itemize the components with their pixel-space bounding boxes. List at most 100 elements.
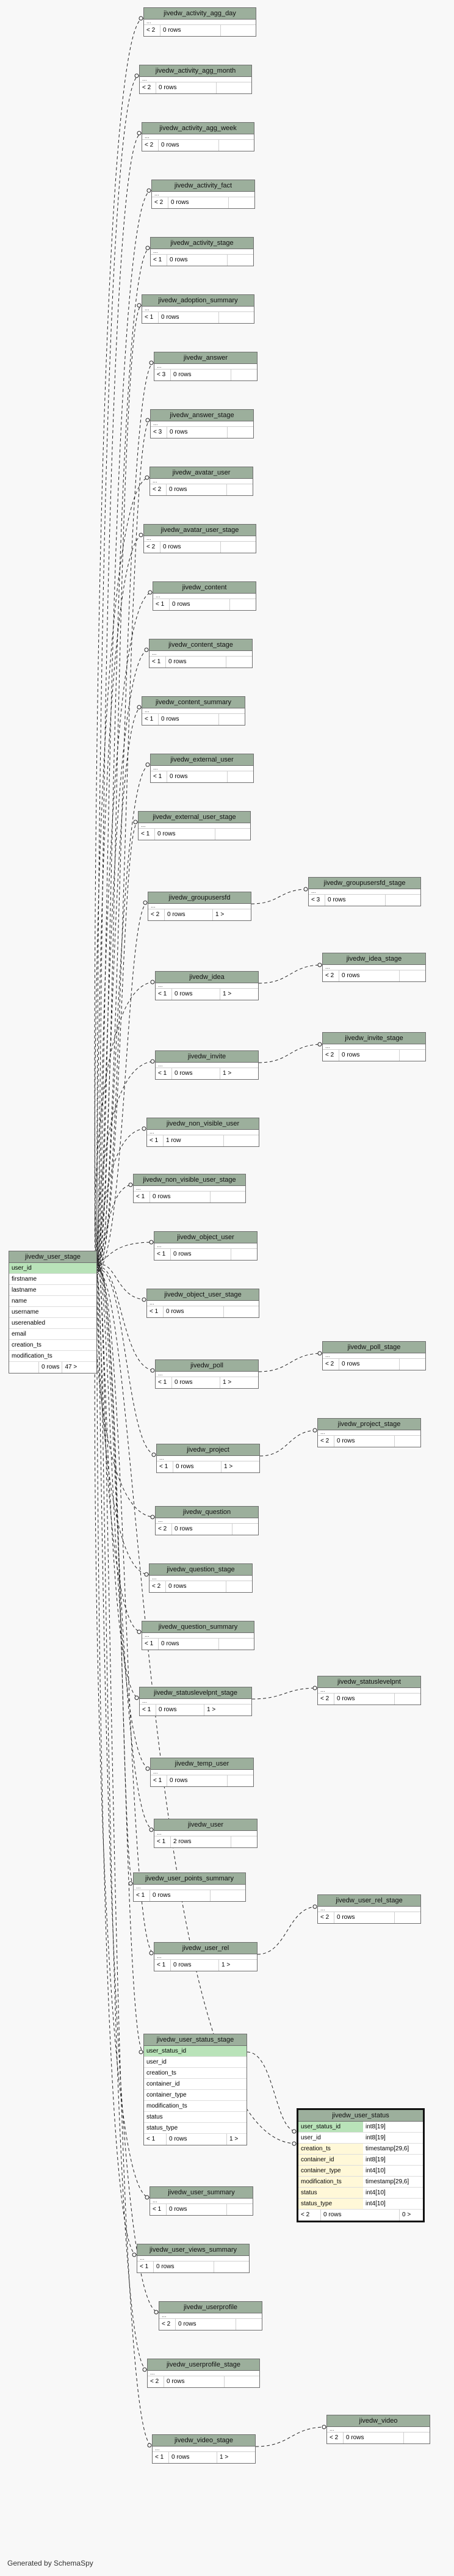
table-name[interactable]: jivedw_userprofile_stage xyxy=(148,2359,259,2371)
table-name[interactable]: jivedw_user_summary xyxy=(150,2187,253,2199)
column-row[interactable]: modification_ts xyxy=(9,1351,96,1362)
table-name[interactable]: jivedw_answer xyxy=(154,352,257,364)
table-name[interactable]: jivedw_adoption_summary xyxy=(142,295,254,307)
column-row[interactable]: user_status_id xyxy=(144,2046,247,2057)
table-name[interactable]: jivedw_activity_fact xyxy=(152,180,254,192)
table-name[interactable]: jivedw_poll_stage xyxy=(323,1342,425,1353)
table-name[interactable]: jivedw_avatar_user xyxy=(150,467,253,479)
table-name[interactable]: jivedw_idea_stage xyxy=(323,953,425,965)
table-name[interactable]: jivedw_user_views_summary xyxy=(137,2244,249,2256)
table-name[interactable]: jivedw_invite_stage xyxy=(323,1033,425,1044)
table-jivedw-user-status-stage[interactable]: jivedw_user_status_stage user_status_id … xyxy=(143,2034,247,2145)
column-row[interactable]: creation_ts xyxy=(144,2068,247,2079)
table-name[interactable]: jivedw_question_stage xyxy=(150,1564,252,1576)
table-name[interactable]: jivedw_answer_stage xyxy=(151,410,253,421)
table-name[interactable]: jivedw_user xyxy=(154,1819,257,1831)
table-name[interactable]: jivedw_poll xyxy=(156,1360,258,1372)
column-row[interactable]: lastname xyxy=(9,1285,96,1296)
table-name[interactable]: jivedw_activity_stage xyxy=(151,238,253,249)
table-name[interactable]: jivedw_invite xyxy=(156,1051,258,1063)
table-name[interactable]: jivedw_external_user_stage xyxy=(139,812,250,823)
table-name[interactable]: jivedw_statuslevelpnt_stage xyxy=(140,1687,251,1699)
table-name[interactable]: jivedw_non_visible_user xyxy=(147,1118,259,1130)
column-row[interactable]: name xyxy=(9,1296,96,1307)
table-name[interactable]: jivedw_groupusersfd xyxy=(148,892,251,904)
column-row[interactable]: container_type xyxy=(144,2090,247,2101)
column-row[interactable]: firstname xyxy=(9,1274,96,1285)
table-name[interactable]: jivedw_user_points_summary xyxy=(134,1873,245,1885)
table-name[interactable]: jivedw_user_status xyxy=(298,2110,423,2122)
table-name[interactable]: jivedw_statuslevelpnt xyxy=(318,1676,420,1688)
column-row[interactable]: user_id xyxy=(9,1263,96,1274)
table-name[interactable]: jivedw_activity_agg_month xyxy=(140,65,251,77)
table-name[interactable]: jivedw_video xyxy=(327,2415,430,2427)
table-name[interactable]: jivedw_content xyxy=(153,582,256,594)
table-name[interactable]: jivedw_object_user_stage xyxy=(147,1289,259,1301)
table-name[interactable]: jivedw_user_rel xyxy=(154,1943,257,1954)
table-name[interactable]: jivedw_avatar_user_stage xyxy=(144,525,256,536)
column-row[interactable]: status_type xyxy=(144,2123,247,2134)
table-name[interactable]: jivedw_activity_agg_day xyxy=(144,8,256,20)
table-name[interactable]: jivedw_object_user xyxy=(154,1232,257,1243)
table-name[interactable]: jivedw_idea xyxy=(156,972,258,983)
table-name[interactable]: jivedw_question xyxy=(156,1507,258,1518)
table-name[interactable]: jivedw_content_summary xyxy=(142,697,245,708)
table-name[interactable]: jivedw_content_stage xyxy=(150,639,252,651)
table-name[interactable]: jivedw_activity_agg_week xyxy=(142,123,254,134)
column-row[interactable]: userenabled xyxy=(9,1318,96,1329)
table-name[interactable]: jivedw_user_status_stage xyxy=(144,2034,247,2046)
column-row[interactable]: email xyxy=(9,1329,96,1340)
column-row[interactable]: username xyxy=(9,1307,96,1318)
table-name[interactable]: jivedw_groupusersfd_stage xyxy=(309,878,420,889)
column-row[interactable]: modification_ts xyxy=(144,2101,247,2112)
table-name[interactable]: jivedw_user_stage xyxy=(9,1251,96,1263)
column-row[interactable]: user_id xyxy=(144,2057,247,2068)
table-jivedw-user-stage[interactable]: jivedw_user_stage user_id firstname last… xyxy=(9,1251,97,1374)
